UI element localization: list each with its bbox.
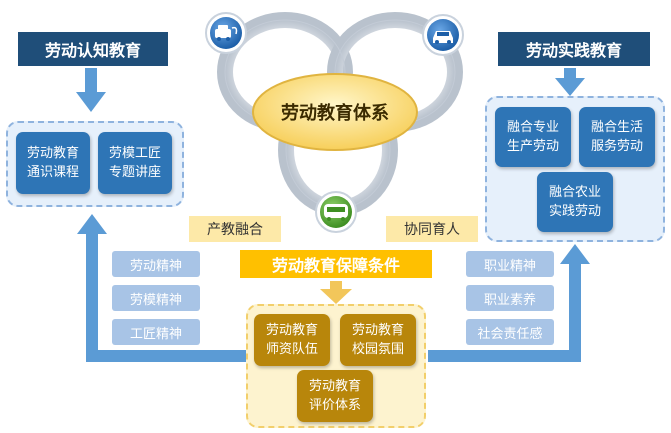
car-icon [422,14,464,56]
practice-education-header: 劳动实践教育 [498,32,650,66]
professional-quality-label: 职业素养 [466,285,554,311]
cognition-education-header: 劳动认知教育 [18,32,168,66]
campus-atmosphere-card: 劳动教育 校园氛围 [340,314,416,366]
bus-icon [315,191,357,233]
labor-spirit-label: 劳动精神 [112,251,200,277]
general-course-card: 劳动教育 通识课程 [16,132,90,194]
arrow-up-left [77,214,246,362]
evaluation-system-card: 劳动教育 评价体系 [297,370,373,422]
arrow-down-left [76,68,106,112]
guarantee-header: 劳动教育保障条件 [240,250,432,278]
arrow-down-right [555,68,585,96]
service-labor-card: 融合生活 服务劳动 [579,107,655,167]
arrow-up-right [428,244,590,362]
agricultural-labor-card: 融合农业 实践劳动 [537,172,613,232]
collaborative-education-tag: 协同育人 [386,216,478,242]
industry-education-tag: 产教融合 [189,216,281,242]
professional-labor-card: 融合专业 生产劳动 [495,107,571,167]
arrow-down-guarantee [320,281,352,304]
center-ellipse [252,73,418,151]
model-worker-spirit-label: 劳模精神 [112,285,200,311]
center-label: 劳动教育体系 [281,103,389,124]
teaching-staff-card: 劳动教育 师资队伍 [254,314,330,366]
professional-spirit-label: 职业精神 [466,251,554,277]
social-responsibility-label: 社会责任感 [466,319,554,345]
model-worker-lecture-card: 劳模工匠 专题讲座 [98,132,172,194]
car-charging-icon [205,12,247,54]
craftsman-spirit-label: 工匠精神 [112,319,200,345]
